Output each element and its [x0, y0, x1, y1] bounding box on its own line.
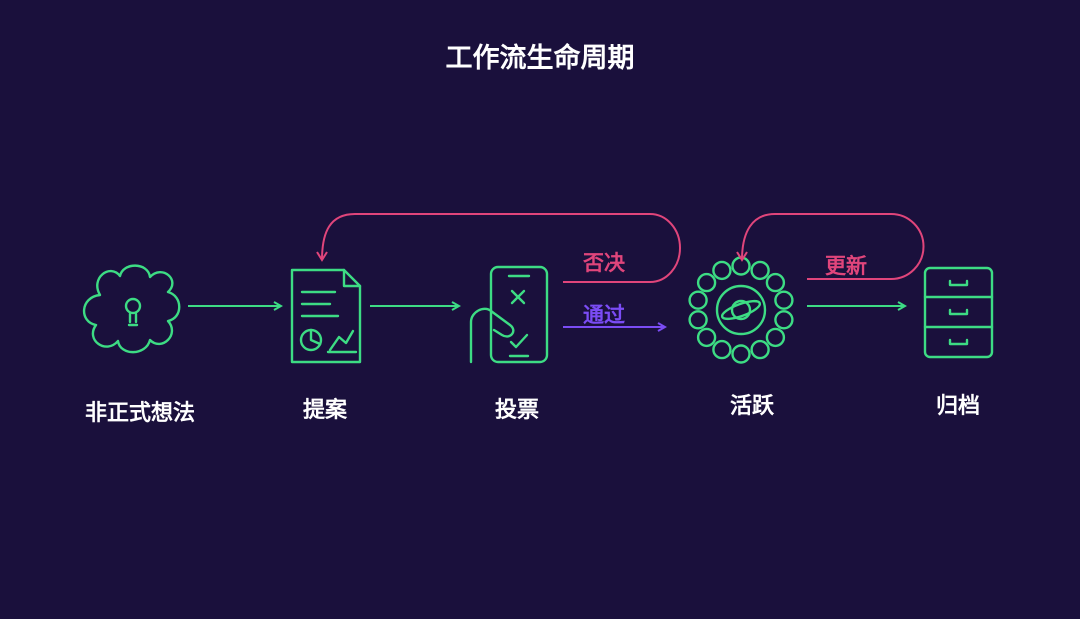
planet-ring-icon	[688, 256, 794, 364]
ring-dot	[696, 327, 717, 348]
arrow-vote-reject	[316, 213, 681, 283]
ring-dot	[750, 339, 770, 360]
ring-dot	[712, 260, 732, 281]
ring-dot	[688, 310, 708, 330]
phone-vote-icon	[469, 265, 549, 364]
stage-label-informal-idea: 非正式想法	[84, 401, 195, 426]
document-chart-icon	[290, 268, 362, 364]
ring-dot	[688, 290, 708, 310]
stage-label-active: 活跃	[729, 394, 774, 419]
ring-dot	[774, 290, 794, 310]
ring-dot	[765, 272, 786, 293]
edge-label-pass: 通过	[583, 303, 625, 327]
ring-dot	[774, 310, 794, 330]
stage-label-archive: 归档	[935, 394, 980, 419]
stage-label-proposal: 提案	[302, 398, 347, 423]
arrow-update-loop	[736, 213, 925, 280]
filing-cabinet-icon	[923, 266, 994, 359]
lightbulb-cloud-icon	[82, 264, 181, 354]
ring-dot	[731, 344, 751, 364]
edge-label-reject: 否决	[583, 251, 625, 275]
ring-dot	[696, 272, 717, 293]
ring-dot	[712, 339, 732, 360]
ring-dot	[731, 256, 751, 276]
ring-dot	[765, 327, 786, 348]
stage-label-vote: 投票	[494, 398, 539, 423]
page-title: 工作流生命周期	[445, 43, 635, 74]
ring-dot	[750, 260, 770, 281]
edge-label-update: 更新	[825, 254, 867, 278]
